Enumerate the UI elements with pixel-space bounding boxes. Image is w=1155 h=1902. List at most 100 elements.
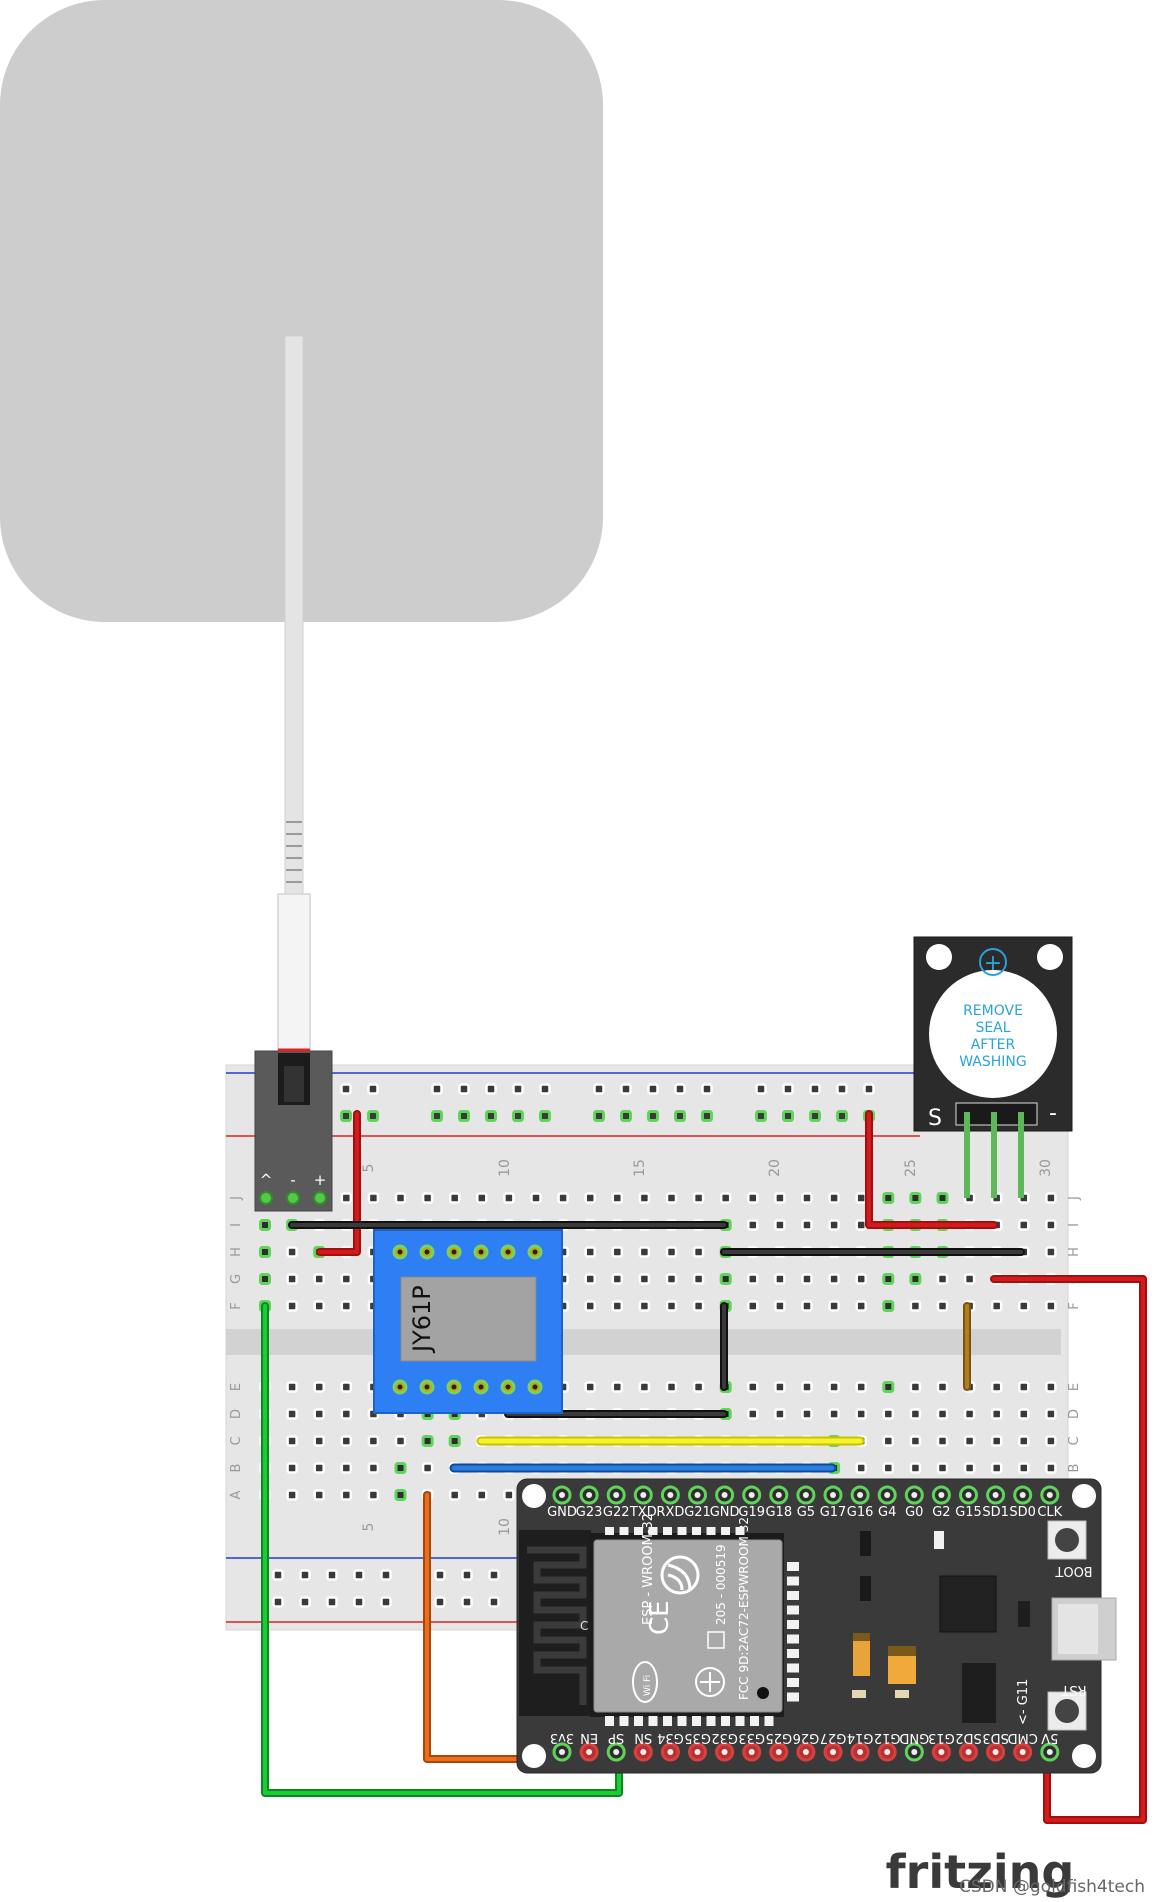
connector-pins xyxy=(259,1191,327,1205)
buzzer-mount-hole-left xyxy=(926,944,952,970)
castellation-pad xyxy=(677,1527,687,1535)
breadboard-row-letter: E xyxy=(1067,1383,1082,1391)
breadboard-column-number-top: 30 xyxy=(1038,1159,1054,1177)
buzzer-mount-hole-right xyxy=(1037,944,1063,970)
castellation-pad xyxy=(634,1716,643,1726)
castellation-pad xyxy=(787,1649,799,1658)
buzzer-body xyxy=(929,970,1057,1098)
esp32-bottom-pin-label: G32 xyxy=(711,1730,738,1745)
breadboard-hole xyxy=(936,1435,949,1447)
buzzer-plus-symbol: + xyxy=(984,951,1002,976)
jy61p-pins xyxy=(392,1244,543,1395)
breadboard-hole xyxy=(719,1192,732,1204)
esp32-rst-button-cap xyxy=(1055,1699,1079,1723)
esp32-top-pin-label: G15 xyxy=(955,1505,982,1520)
esp32-wroom-title: ESP - WROOM-32 xyxy=(641,1513,656,1625)
breadboard-hole xyxy=(692,1381,705,1393)
castellation-pad xyxy=(634,1527,643,1535)
buzzer-seal-line-1: REMOVE xyxy=(963,1003,1023,1019)
breadboard-hole xyxy=(828,1273,840,1285)
castellation-pad xyxy=(692,1527,701,1535)
esp32-top-pin-label: G22 xyxy=(603,1505,630,1520)
wire-red-5v-core xyxy=(992,1277,1145,1822)
esp32-bottom-pin-label: G13 xyxy=(928,1730,955,1745)
castellation-pad xyxy=(619,1527,629,1535)
sensor-pad xyxy=(0,0,603,622)
breadboard-row-letter: J xyxy=(229,1196,244,1201)
breadboard-hole xyxy=(340,1435,353,1447)
rail-hole xyxy=(367,1083,379,1095)
esp32-mount-hole-tl xyxy=(522,1484,546,1508)
breadboard-hole xyxy=(774,1273,786,1285)
rail-hole xyxy=(272,1596,284,1608)
esp32-fcc-text: FCC 9D:2AC72-ESPWROOM 32 xyxy=(737,1517,751,1700)
breadboard-hole xyxy=(584,1192,596,1204)
svg-text:Wi Fi: Wi Fi xyxy=(643,1675,653,1696)
breadboard-hole xyxy=(774,1381,786,1393)
rail-hole xyxy=(353,1569,365,1581)
castellation-pad xyxy=(787,1576,799,1586)
breadboard-hole xyxy=(1018,1435,1030,1447)
breadboard-hole xyxy=(313,1381,325,1393)
breadboard-hole xyxy=(421,1435,434,1447)
esp32-r-code: 205 - 000519 xyxy=(714,1544,728,1625)
breadboard-hole xyxy=(1045,1246,1057,1258)
castellation-pad xyxy=(663,1716,672,1726)
breadboard-hole xyxy=(990,1300,1003,1312)
breadboard-hole xyxy=(855,1462,867,1474)
breadboard-hole xyxy=(909,1435,922,1447)
esp32-bottom-pin-label: GND xyxy=(899,1730,929,1745)
sensor-tail-sleeve xyxy=(277,893,311,1051)
breadboard-hole xyxy=(313,1462,325,1474)
castellation-pad xyxy=(706,1527,716,1535)
esp32-rst-label: RST xyxy=(1061,1682,1086,1697)
esp32-bottom-pin-label: G25 xyxy=(765,1730,792,1745)
castellation-pad xyxy=(721,1716,730,1726)
breadboard-hole xyxy=(747,1273,759,1285)
rail-hole xyxy=(620,1083,632,1095)
breadboard-hole xyxy=(584,1381,596,1393)
breadboard-column-number-bottom: 10 xyxy=(497,1518,513,1536)
castellation-pad xyxy=(787,1620,799,1629)
buzzer-pin-minus-label: - xyxy=(1049,1101,1057,1126)
rail-hole xyxy=(431,1110,443,1122)
breadboard-hole xyxy=(611,1246,624,1258)
breadboard-hole xyxy=(692,1273,705,1285)
castellation-pad xyxy=(787,1634,799,1644)
breadboard-hole xyxy=(1045,1219,1057,1231)
esp32-top-pin-label: G17 xyxy=(820,1505,847,1520)
breadboard-column-number-top: 15 xyxy=(632,1159,648,1177)
esp32-top-pin-label: SD0 xyxy=(1009,1505,1036,1520)
breadboard-hole xyxy=(692,1192,705,1204)
castellation-pad xyxy=(721,1527,730,1535)
esp32-top-pin-label: G5 xyxy=(797,1505,815,1520)
breadboard-hole xyxy=(638,1300,651,1312)
esp32-mount-hole-bl xyxy=(522,1744,546,1768)
breadboard-row-letter: C xyxy=(229,1436,244,1445)
esp32-board: C ESP - WROOM-32 CE 205 - 000519 FCC 9D:… xyxy=(516,1478,1117,1774)
breadboard-hole xyxy=(394,1462,407,1474)
esp32-bottom-pin-label: EN xyxy=(580,1730,598,1745)
breadboard-hole xyxy=(611,1300,624,1312)
rail-hole xyxy=(809,1110,821,1122)
castellation-pad xyxy=(750,1716,759,1726)
rail-hole xyxy=(512,1110,524,1122)
breadboard-hole xyxy=(990,1435,1003,1447)
esp32-top-pin-label: G21 xyxy=(684,1505,711,1520)
rail-hole xyxy=(836,1110,848,1122)
breadboard-row-letter: D xyxy=(229,1409,244,1419)
breadboard-row-letter: A xyxy=(229,1490,244,1499)
esp32-bottom-pin-label: G26 xyxy=(793,1730,820,1745)
breadboard-hole xyxy=(963,1435,976,1447)
breadboard-hole xyxy=(1045,1435,1057,1447)
breadboard-row-letter: B xyxy=(1067,1464,1082,1473)
breadboard-hole xyxy=(801,1273,813,1285)
esp32-bottom-pin-label: G14 xyxy=(847,1730,874,1745)
breadboard-hole xyxy=(340,1300,353,1312)
pressure-sensor xyxy=(0,0,603,1051)
breadboard-hole xyxy=(828,1219,840,1231)
esp32-g11-label: <- G11 xyxy=(1016,1679,1031,1725)
castellation-pad xyxy=(787,1562,799,1571)
breadboard-hole xyxy=(340,1489,353,1501)
breadboard-hole xyxy=(665,1381,678,1393)
